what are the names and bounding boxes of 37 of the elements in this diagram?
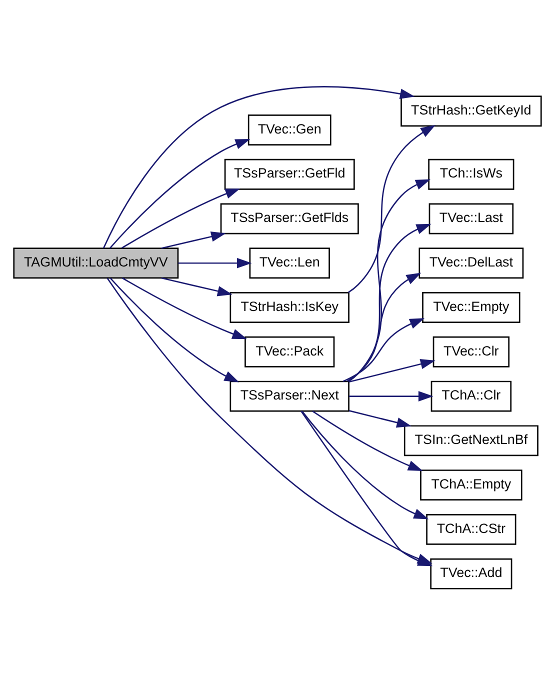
node-box: TVec::Last: [428, 203, 514, 234]
node-box: TAGMUtil::LoadCmtyVV: [13, 248, 179, 279]
node-box: TChA::Clr: [430, 380, 512, 412]
node-box: TStrHash::GetKeyId: [400, 96, 542, 127]
arrow: [348, 179, 430, 382]
arrow: [109, 138, 250, 249]
arrow: [102, 86, 415, 249]
arrow: [122, 277, 248, 340]
arrow: [342, 318, 425, 382]
node-box: TChA::CStr: [426, 514, 516, 545]
arrow: [110, 278, 240, 382]
node-box: TVec::Len: [249, 248, 330, 279]
arrow: [121, 188, 240, 249]
node-box: TChA::Empty: [420, 470, 522, 501]
arrow: [302, 410, 429, 520]
node-box: TVec::Gen: [248, 114, 332, 146]
arrow: [161, 232, 226, 249]
arrow: [348, 359, 436, 383]
node-box: TSsParser::Next: [230, 380, 350, 412]
node-box: TCh::IsWs: [428, 158, 514, 190]
node-box: TVec::Pack: [244, 336, 335, 368]
node-box: TSsParser::GetFld: [224, 158, 355, 190]
arrow: [348, 124, 436, 294]
node-box: TStrHash::IsKey: [230, 292, 350, 323]
node-box: TVec::DelLast: [418, 248, 524, 279]
arrow: [178, 258, 252, 268]
arrow: [312, 410, 423, 471]
node-box: TSsParser::GetFlds: [220, 203, 359, 234]
node-box: TVec::Clr: [432, 336, 510, 368]
node-box: TVec::Add: [430, 558, 512, 590]
arrow: [348, 224, 432, 382]
node-box: TSIn::GetNextLnBf: [404, 425, 538, 456]
arrow: [161, 277, 232, 296]
node-box: TVec::Empty: [422, 292, 520, 323]
arrow: [349, 391, 434, 402]
arrow: [348, 410, 412, 428]
arrow: [346, 272, 422, 382]
